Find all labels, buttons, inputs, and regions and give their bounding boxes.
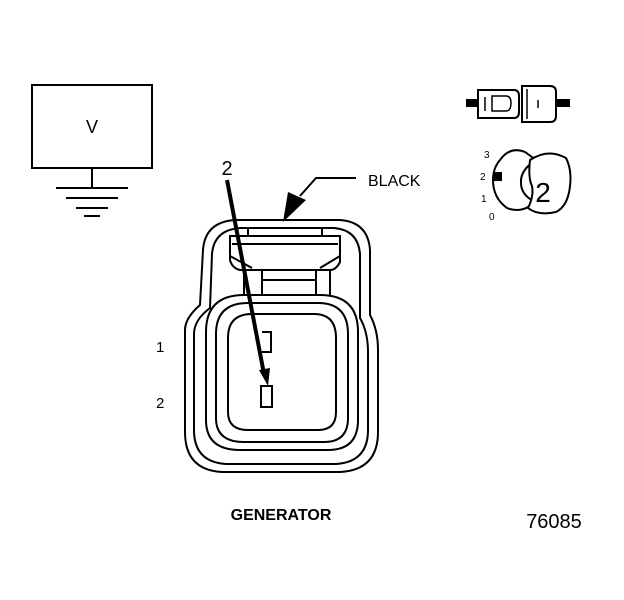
dial-scale-1: 1 (481, 194, 487, 205)
wire-color-callout: BLACK (283, 173, 421, 222)
terminal-2 (260, 385, 273, 408)
probe-pin-callout: 2 (221, 158, 232, 180)
figure-number: 76085 (526, 511, 582, 533)
probe-arrow: 2 (221, 158, 270, 386)
generator-connector (184, 219, 379, 473)
dial-setting: 2 (535, 177, 551, 208)
dial-pointer-marker (493, 172, 502, 181)
terminal-1 (262, 331, 272, 353)
dial-scale-0: 0 (489, 212, 495, 223)
probe-indicator: 3 2 1 0 2 (480, 149, 572, 223)
connector-outer-shell (184, 219, 379, 473)
dial-scale-3: 3 (484, 150, 490, 161)
dial-scale-2: 2 (480, 172, 486, 183)
wire-callout-arrowhead (283, 192, 306, 222)
dial-scale-labels: 3 2 1 0 (480, 150, 495, 223)
voltmeter-symbol: V (31, 84, 153, 217)
ground-icon (56, 168, 128, 217)
terminal-cavities (260, 331, 273, 408)
component-label: GENERATOR (231, 507, 332, 524)
dial-knob (526, 152, 572, 215)
wire-color-label: BLACK (368, 173, 421, 190)
voltmeter-label: V (86, 117, 98, 137)
pin-1-label: 1 (156, 339, 164, 356)
pin-2-label: 2 (156, 395, 164, 412)
probe-connector-icon (466, 85, 570, 123)
